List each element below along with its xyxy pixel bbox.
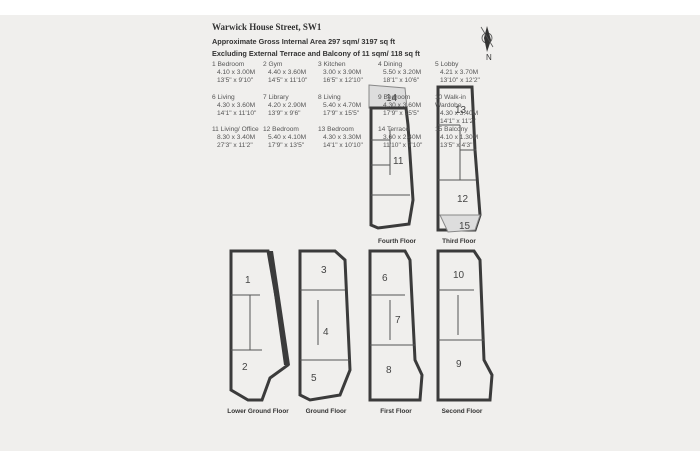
room-number: 1 — [245, 275, 251, 286]
lower-ground-floor-plan — [229, 249, 290, 402]
room-name: 4 Dining — [378, 61, 403, 68]
second-floor-plan — [436, 249, 494, 402]
room-number: 13 — [455, 105, 467, 116]
floor-label-first: First Floor — [380, 408, 412, 415]
room-imperial: 13'10" x 12'2" — [440, 77, 480, 84]
room-imperial: 17'9" x 15'5" — [323, 110, 360, 117]
ground-floor-plan — [298, 249, 352, 402]
third-floor-plan — [436, 85, 482, 233]
room-metric: 4.20 x 2.90M — [268, 102, 307, 109]
room-name: 2 Gym — [263, 61, 283, 68]
floor-label-fourth: Fourth Floor — [378, 238, 416, 245]
room-metric: 3.60 x 2.40M — [383, 134, 422, 141]
room-imperial: 14'1" x 10'10" — [323, 142, 363, 149]
room-name: 15 Balcony — [435, 126, 468, 133]
room-metric: 8.30 x 3.40M — [217, 134, 256, 141]
north-label: N — [486, 53, 492, 62]
compass-icon — [480, 26, 494, 52]
room-name: 13 Bedroom — [318, 126, 354, 133]
room-number: 15 — [459, 221, 471, 232]
room-metric: 4.40 x 3.60M — [268, 69, 307, 76]
room-imperial: 14'1" x 11'10" — [217, 110, 257, 117]
floor-label-second: Second Floor — [441, 408, 483, 415]
room-name: 11 Living/ Office — [212, 126, 259, 133]
room-metric: 5.40 x 4.70M — [323, 102, 362, 109]
room-imperial: 13'9" x 9'6" — [268, 110, 301, 117]
room-metric: 5.50 x 3.20M — [383, 69, 422, 76]
room-metric: 4.30 x 3.30M — [323, 134, 362, 141]
room-number: 11 — [393, 156, 404, 167]
room-imperial: 18'1" x 10'6" — [383, 77, 420, 84]
room-imperial: 13'5" x 4'3" — [440, 142, 473, 149]
room-metric: 5.40 x 4.10M — [268, 134, 307, 141]
room-name: 12 Bedroom — [263, 126, 299, 133]
room-imperial: 14'1" x 11'2" — [440, 118, 476, 125]
floor-label-third: Third Floor — [442, 238, 476, 245]
room-imperial: 16'5" x 12'10" — [323, 77, 363, 84]
floor-plan-sheet — [0, 15, 700, 451]
room-name: 14 Terrace — [378, 126, 410, 133]
room-number: 14 — [386, 93, 398, 104]
room-metric: 4.21 x 3.70M — [440, 69, 479, 76]
room-name: 9 Bedroom — [378, 94, 411, 101]
room-name: 7 Library — [263, 94, 289, 101]
excluded-area: Excluding External Terrace and Balcony o… — [212, 49, 420, 58]
room-number: 10 — [453, 270, 465, 281]
room-number: 9 — [456, 359, 462, 370]
room-number: 7 — [395, 315, 401, 326]
room-name: 10 Walk-in Wardobe — [435, 94, 466, 109]
fourth-floor-plan — [368, 84, 415, 230]
room-number: 2 — [242, 362, 248, 373]
room-imperial: 13'5" x 9'10" — [217, 77, 254, 84]
room-metric: 3.00 x 3.90M — [323, 69, 362, 76]
first-floor-plan — [368, 249, 424, 402]
room-number: 8 — [386, 365, 392, 376]
room-name: 5 Lobby — [435, 61, 459, 68]
room-number: 6 — [382, 273, 388, 284]
property-title: Warwick House Street, SW1 — [212, 22, 322, 32]
room-name: 8 Living — [318, 94, 341, 101]
room-metric: 4.10 x 1.30M — [440, 134, 479, 141]
room-name: 3 Kitchen — [318, 61, 346, 68]
room-number: 12 — [457, 194, 469, 205]
room-metric: 4.10 x 3.00M — [217, 69, 256, 76]
room-name: 6 Living — [212, 94, 235, 101]
floor-label-lower-ground: Lower Ground Floor — [227, 408, 289, 415]
floor-label-ground: Ground Floor — [305, 408, 347, 415]
room-imperial: 27'3" x 11'2" — [217, 142, 253, 149]
room-number: 3 — [321, 265, 327, 276]
room-metric: 4.30 x 3.60M — [217, 102, 256, 109]
room-numbers: 1 2 3 4 5 6 7 8 9 10 11 12 13 14 15 — [242, 93, 471, 384]
room-name: 1 Bedroom — [212, 61, 245, 68]
room-imperial: 17'9" x 15'5" — [383, 110, 420, 117]
room-number: 5 — [311, 373, 317, 384]
gross-area: Approximate Gross Internal Area 297 sqm/… — [212, 37, 396, 46]
room-imperial: 14'5" x 11'10" — [268, 77, 308, 84]
room-imperial: 17'9" x 13'5" — [268, 142, 305, 149]
room-imperial: 11'10" x 7'10" — [383, 142, 423, 149]
room-number: 4 — [323, 327, 329, 338]
room-metric: 4.30 x 3.60M — [383, 102, 422, 109]
room-metric: 4.30 x 3.40M — [440, 110, 479, 117]
